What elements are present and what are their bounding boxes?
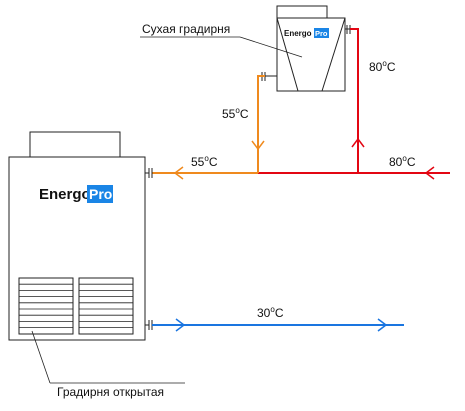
- tower-logo-badge: [87, 185, 113, 203]
- temp-label-vertical-55: 55oC: [222, 106, 249, 121]
- hot-main-arrow: [424, 166, 435, 180]
- temp-label-blue-30: 30oC: [257, 305, 284, 320]
- dry-cooler-top: [276, 5, 328, 19]
- dry-cooler-edge-right: [321, 17, 346, 92]
- dry-cooler-logo-badge-text: Pro: [315, 29, 328, 38]
- hot-line-riser: [350, 28, 359, 173]
- mid-line-drop: [257, 75, 265, 173]
- hot-riser-arrow: [351, 137, 365, 148]
- dry-cooler-edge-left: [276, 17, 299, 92]
- open-cooling-tower: Energo Pro: [8, 131, 146, 341]
- temp-label-horizontal-55: 55oC: [191, 154, 218, 169]
- open-tower-leader: [31, 330, 51, 384]
- tower-top-fan: [29, 131, 121, 158]
- tower-logo-text: Energo: [39, 186, 91, 203]
- hot-line: [258, 28, 450, 180]
- mid-main-arrow: [173, 166, 184, 180]
- louver-left: [18, 277, 74, 335]
- mid-line: [145, 75, 265, 180]
- dry-cooler-logo-text: Energo: [284, 29, 312, 38]
- cold-line: [145, 318, 404, 332]
- cold-arrow-end: [377, 318, 388, 332]
- mid-drop-arrow: [251, 140, 265, 151]
- dry-cooler-logo-badge: [314, 28, 329, 38]
- louver-right: [78, 277, 134, 335]
- dry-cooler-label: Сухая градирня: [142, 22, 230, 36]
- tower-logo-badge-text: Pro: [89, 186, 112, 202]
- temp-label-horizontal-80: 80oC: [389, 154, 416, 169]
- dry-cooler: Energo Pro: [261, 5, 351, 92]
- temp-label-vertical-80: 80oC: [369, 59, 396, 74]
- dry-cooler-leader: [239, 36, 303, 58]
- open-tower-label: Градирня открытая: [57, 385, 164, 399]
- cold-arrow-start: [175, 318, 186, 332]
